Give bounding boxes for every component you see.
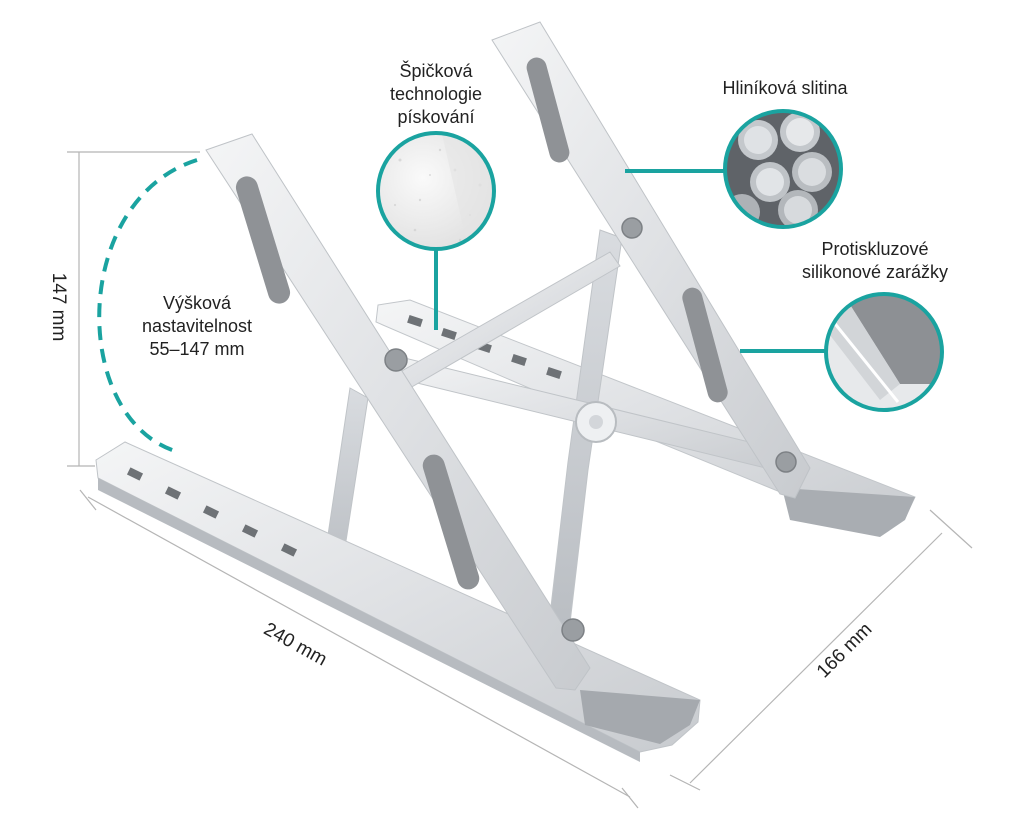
aluminium-alloy-magnifier <box>723 109 843 229</box>
silicone-label: Protiskluzové silikonové zarážky <box>770 238 980 284</box>
sandblast-label: Špičková technologie pískování <box>362 60 510 129</box>
cross-braces <box>321 229 791 641</box>
front-base <box>95 441 701 762</box>
sandblast-line-1: Špičková <box>399 61 473 81</box>
alloy-line-1: Hliníková slitina <box>722 78 848 98</box>
alloy-label: Hliníková slitina <box>700 77 870 100</box>
height-arc <box>97 158 198 454</box>
silicone-line-2: silikonové zarážky <box>801 262 949 282</box>
callout-lines <box>434 169 826 353</box>
height-dimension-label: 147 mm <box>48 272 69 342</box>
sandblast-line-3: pískování <box>397 107 475 127</box>
height-adjust-line-2: nastavitelnost <box>141 316 253 336</box>
sandblast-texture-magnifier <box>376 131 496 251</box>
height-adjust-label: Výšková nastavitelnost 55–147 mm <box>122 292 272 361</box>
height-adjust-line-1: Výšková <box>162 293 232 313</box>
silicone-line-1: Protiskluzové <box>821 239 929 259</box>
back-arm <box>491 21 811 499</box>
sandblast-line-2: technologie <box>389 84 483 104</box>
front-arm <box>205 133 591 691</box>
dimension-lines <box>67 151 973 809</box>
silicone-stopper-magnifier <box>824 292 944 412</box>
height-adjust-line-3: 55–147 mm <box>149 339 245 359</box>
